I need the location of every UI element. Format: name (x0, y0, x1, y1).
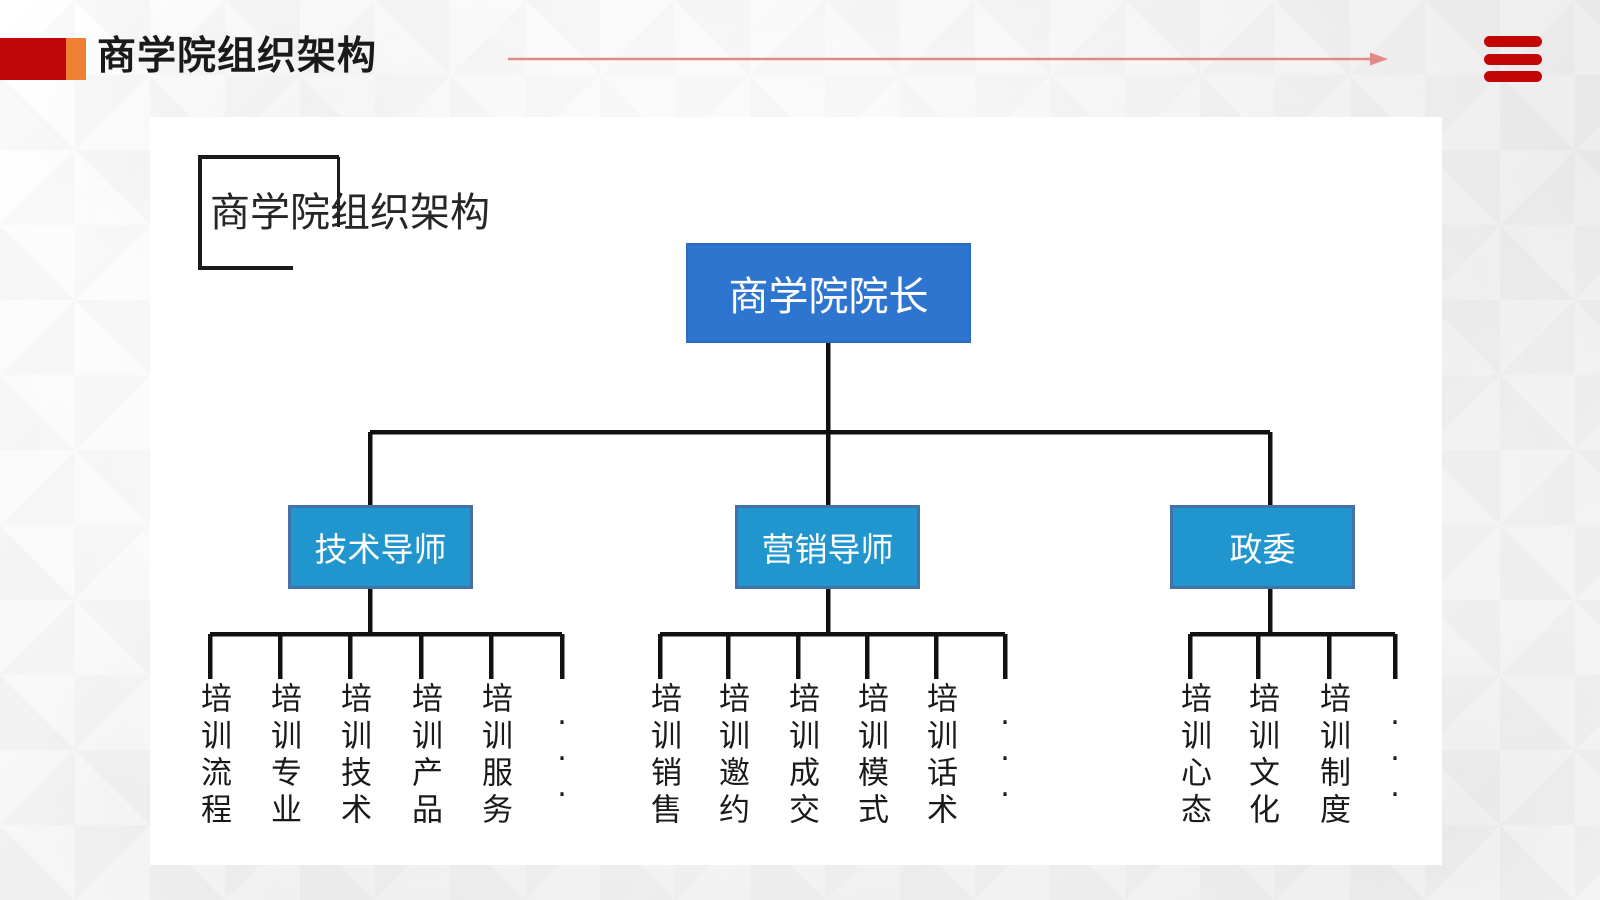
org-leaf-1-0[interactable]: 培训销售 (646, 682, 681, 830)
org-leaf-1-2[interactable]: 培训成交 (784, 682, 819, 830)
hamburger-menu-icon[interactable] (1484, 36, 1542, 82)
content-panel: 商学院组织架构 商学院院长 技术导师 营销导师 政委 培训流程 培训专业 培训技… (150, 117, 1442, 865)
header-accent-red-block (0, 38, 66, 80)
org-leaf-1-ellipsis: ... (1000, 697, 1010, 804)
org-leaf-0-2[interactable]: 培训技术 (336, 682, 371, 830)
org-node-branch-1-label: 营销导师 (761, 531, 894, 568)
org-leaf-1-4[interactable]: 培训话术 (922, 682, 957, 830)
org-leaf-0-ellipsis: ... (557, 697, 567, 804)
hamburger-bar-3 (1484, 71, 1542, 82)
chart-label-text: 商学院组织架构 (210, 191, 490, 235)
org-leaf-0-0[interactable]: 培训流程 (196, 682, 231, 830)
header-accent-orange-block (66, 38, 86, 80)
org-node-branch-1[interactable]: 营销导师 (735, 505, 920, 589)
org-leaf-2-0[interactable]: 培训心态 (1176, 682, 1211, 830)
hamburger-bar-2 (1484, 53, 1542, 65)
org-node-branch-0[interactable]: 技术导师 (288, 505, 473, 589)
org-leaf-1-3[interactable]: 培训模式 (853, 682, 888, 830)
org-leaf-2-ellipsis: ... (1390, 697, 1400, 804)
org-leaf-0-1[interactable]: 培训专业 (266, 682, 301, 830)
org-chart-connectors (207, 343, 1398, 679)
org-leaf-0-4[interactable]: 培训服务 (477, 682, 512, 830)
org-node-root[interactable]: 商学院院长 (686, 243, 971, 343)
org-leaf-2-2[interactable]: 培训制度 (1315, 682, 1350, 830)
org-node-root-label: 商学院院长 (728, 275, 929, 319)
org-leaf-2-1[interactable]: 培训文化 (1244, 682, 1279, 830)
hamburger-bar-1 (1484, 36, 1542, 47)
org-node-branch-0-label: 技术导师 (314, 531, 447, 568)
page-title: 商学院组织架构 (97, 35, 378, 78)
org-leaf-0-3[interactable]: 培训产品 (407, 682, 442, 830)
org-node-branch-2[interactable]: 政委 (1170, 505, 1355, 589)
org-leaf-1-1[interactable]: 培训邀约 (714, 682, 749, 830)
org-node-branch-2-label: 政委 (1229, 531, 1296, 568)
chart-label-bracket (198, 155, 340, 270)
header-pointer-arrow-icon (508, 52, 1388, 66)
org-chart: 商学院组织架构 商学院院长 技术导师 营销导师 政委 培训流程 培训专业 培训技… (150, 117, 1442, 865)
slide-header: 商学院组织架构 (0, 0, 1600, 118)
